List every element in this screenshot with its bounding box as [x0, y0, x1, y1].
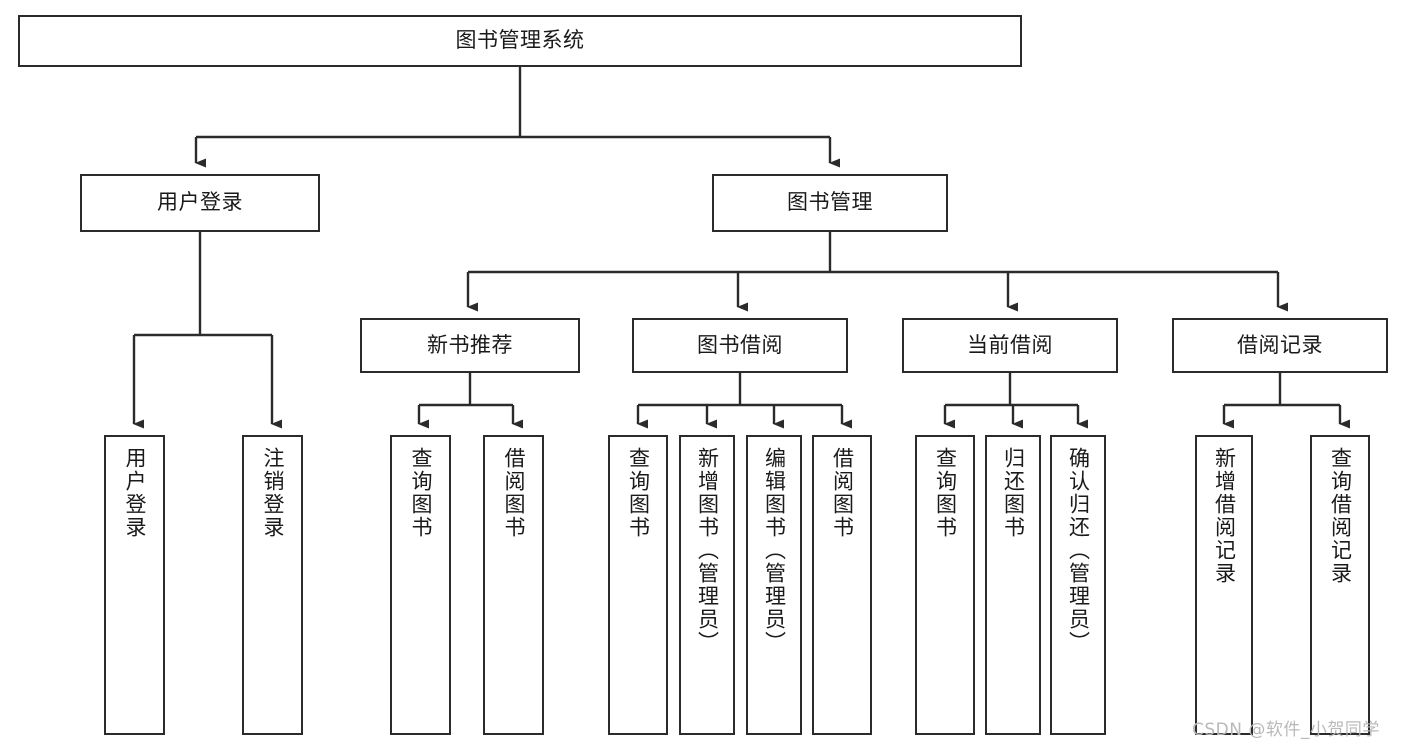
leaf-user-logout-label: 注销登录: [260, 447, 285, 539]
node-book-manage[interactable]: 图书管理: [712, 174, 948, 232]
node-book-borrow[interactable]: 图书借阅: [632, 318, 848, 373]
node-user-login-label: 用户登录: [157, 190, 243, 215]
leaf-return-book[interactable]: 归还图书: [985, 435, 1041, 735]
leaf-borrow-book-1-label: 借阅图书: [501, 447, 526, 539]
node-root[interactable]: 图书管理系统: [18, 15, 1022, 67]
leaf-query-book-1-label: 查询图书: [408, 447, 433, 539]
node-new-book-recommend-label: 新书推荐: [427, 332, 513, 357]
node-borrow-record[interactable]: 借阅记录: [1172, 318, 1388, 373]
leaf-query-book-3[interactable]: 查询图书: [915, 435, 975, 735]
node-current-borrow-label: 当前借阅: [967, 332, 1053, 357]
leaf-borrow-book-2[interactable]: 借阅图书: [812, 435, 872, 735]
leaf-query-record[interactable]: 查询借阅记录: [1310, 435, 1370, 735]
leaf-user-login[interactable]: 用户登录: [104, 435, 165, 735]
leaf-add-record[interactable]: 新增借阅记录: [1195, 435, 1253, 735]
leaf-query-record-label: 查询借阅记录: [1328, 447, 1353, 585]
leaf-edit-book-label: 编辑图书（管理员）: [762, 447, 787, 654]
leaf-add-record-label: 新增借阅记录: [1212, 447, 1237, 585]
leaf-query-book-3-label: 查询图书: [933, 447, 958, 539]
leaf-query-book-2[interactable]: 查询图书: [608, 435, 668, 735]
node-current-borrow[interactable]: 当前借阅: [902, 318, 1118, 373]
node-new-book-recommend[interactable]: 新书推荐: [360, 318, 580, 373]
node-root-label: 图书管理系统: [455, 28, 585, 53]
node-user-login[interactable]: 用户登录: [80, 174, 320, 232]
leaf-return-book-label: 归还图书: [1001, 447, 1026, 539]
leaf-user-logout[interactable]: 注销登录: [242, 435, 303, 735]
leaf-user-login-label: 用户登录: [122, 447, 147, 539]
leaf-borrow-book-2-label: 借阅图书: [830, 447, 855, 539]
leaf-add-book[interactable]: 新增图书（管理员）: [679, 435, 735, 735]
leaf-edit-book[interactable]: 编辑图书（管理员）: [746, 435, 802, 735]
leaf-borrow-book-1[interactable]: 借阅图书: [483, 435, 544, 735]
leaf-add-book-label: 新增图书（管理员）: [695, 447, 720, 654]
leaf-query-book-2-label: 查询图书: [626, 447, 651, 539]
node-book-borrow-label: 图书借阅: [697, 332, 783, 357]
leaf-query-book-1[interactable]: 查询图书: [390, 435, 451, 735]
node-borrow-record-label: 借阅记录: [1237, 332, 1323, 357]
leaf-confirm-return[interactable]: 确认归还（管理员）: [1050, 435, 1106, 735]
csdn-watermark: CSDN @软件_小贺同学: [1192, 720, 1380, 740]
node-book-manage-label: 图书管理: [787, 190, 873, 215]
leaf-confirm-return-label: 确认归还（管理员）: [1066, 447, 1091, 654]
